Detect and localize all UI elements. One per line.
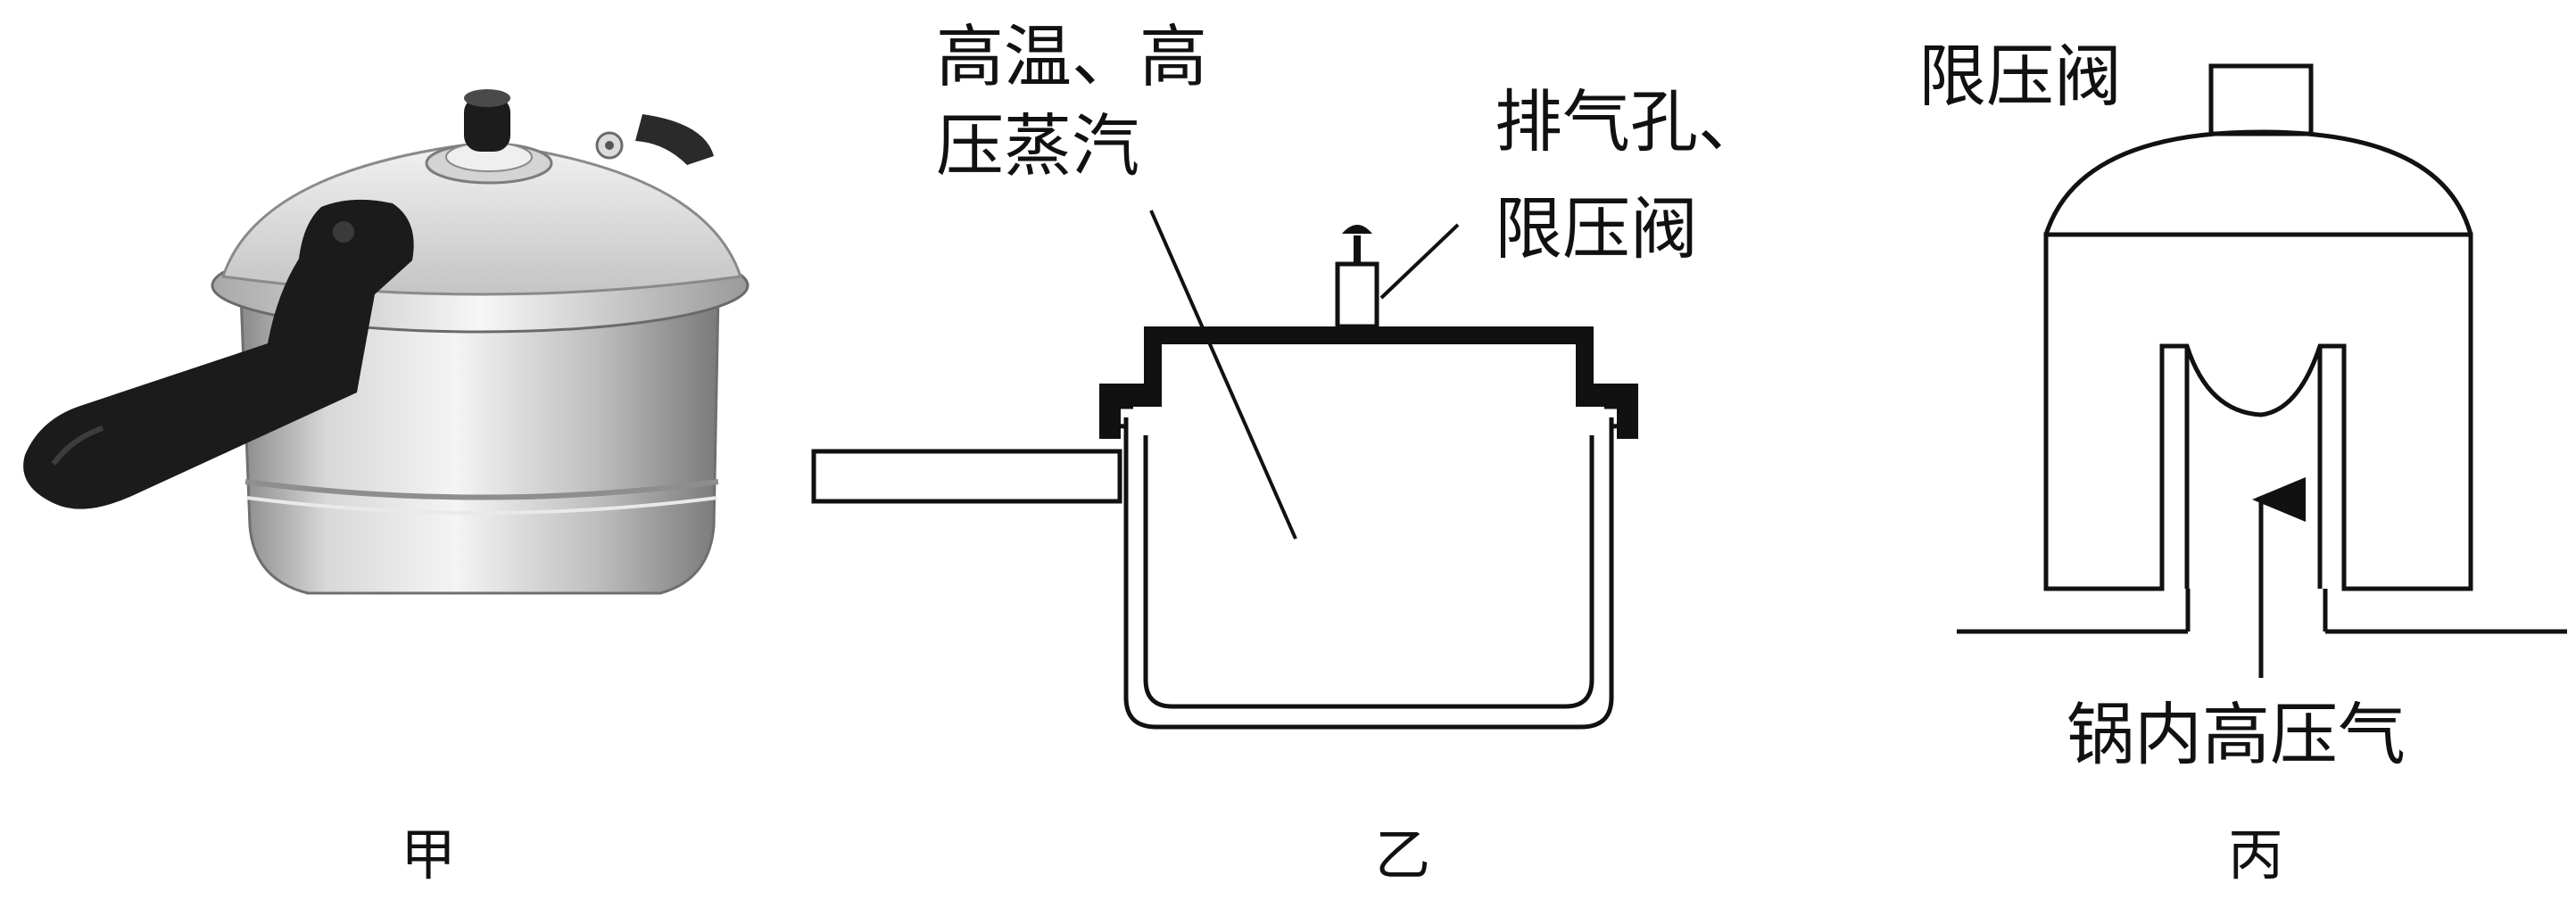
pot-outer-wall <box>1123 417 1614 730</box>
caption-yi: 乙 <box>1375 822 1430 888</box>
valve-cap <box>2208 63 2314 136</box>
caption-bing: 丙 <box>2228 822 2283 888</box>
label-pressure: 锅内高压气 <box>2067 695 2406 774</box>
panel-yi <box>811 210 1638 730</box>
caption-jia: 甲 <box>401 822 456 888</box>
cooker-handle <box>23 199 414 509</box>
panel-bing-labels: 限压阀 锅内高压气 丙 <box>1918 37 2406 888</box>
steam-leader <box>1149 210 1297 540</box>
label-vent-line1: 排气孔、 <box>1495 82 1766 161</box>
pot-inner-wall <box>1143 435 1594 709</box>
vent-valve <box>1335 261 1379 329</box>
panel-jia: 甲 <box>23 89 750 888</box>
label-steam-line2: 压蒸汽 <box>936 106 1139 186</box>
valve-dome <box>2043 129 2473 235</box>
label-steam-line1: 高温、高 <box>936 17 1207 96</box>
cooker-photo <box>23 89 750 595</box>
label-valve: 限压阀 <box>1918 37 2122 116</box>
lid <box>1099 326 1638 439</box>
side-handle <box>811 449 1122 504</box>
valve-knob <box>464 96 510 152</box>
panel-yi-labels: 高温、高 压蒸汽 排气孔、 限压阀 乙 <box>936 17 1766 888</box>
valve-body <box>2043 232 2473 591</box>
label-vent-line2: 限压阀 <box>1495 189 1698 268</box>
panel-bing <box>1957 63 2567 678</box>
vent-leader <box>1379 223 1460 300</box>
